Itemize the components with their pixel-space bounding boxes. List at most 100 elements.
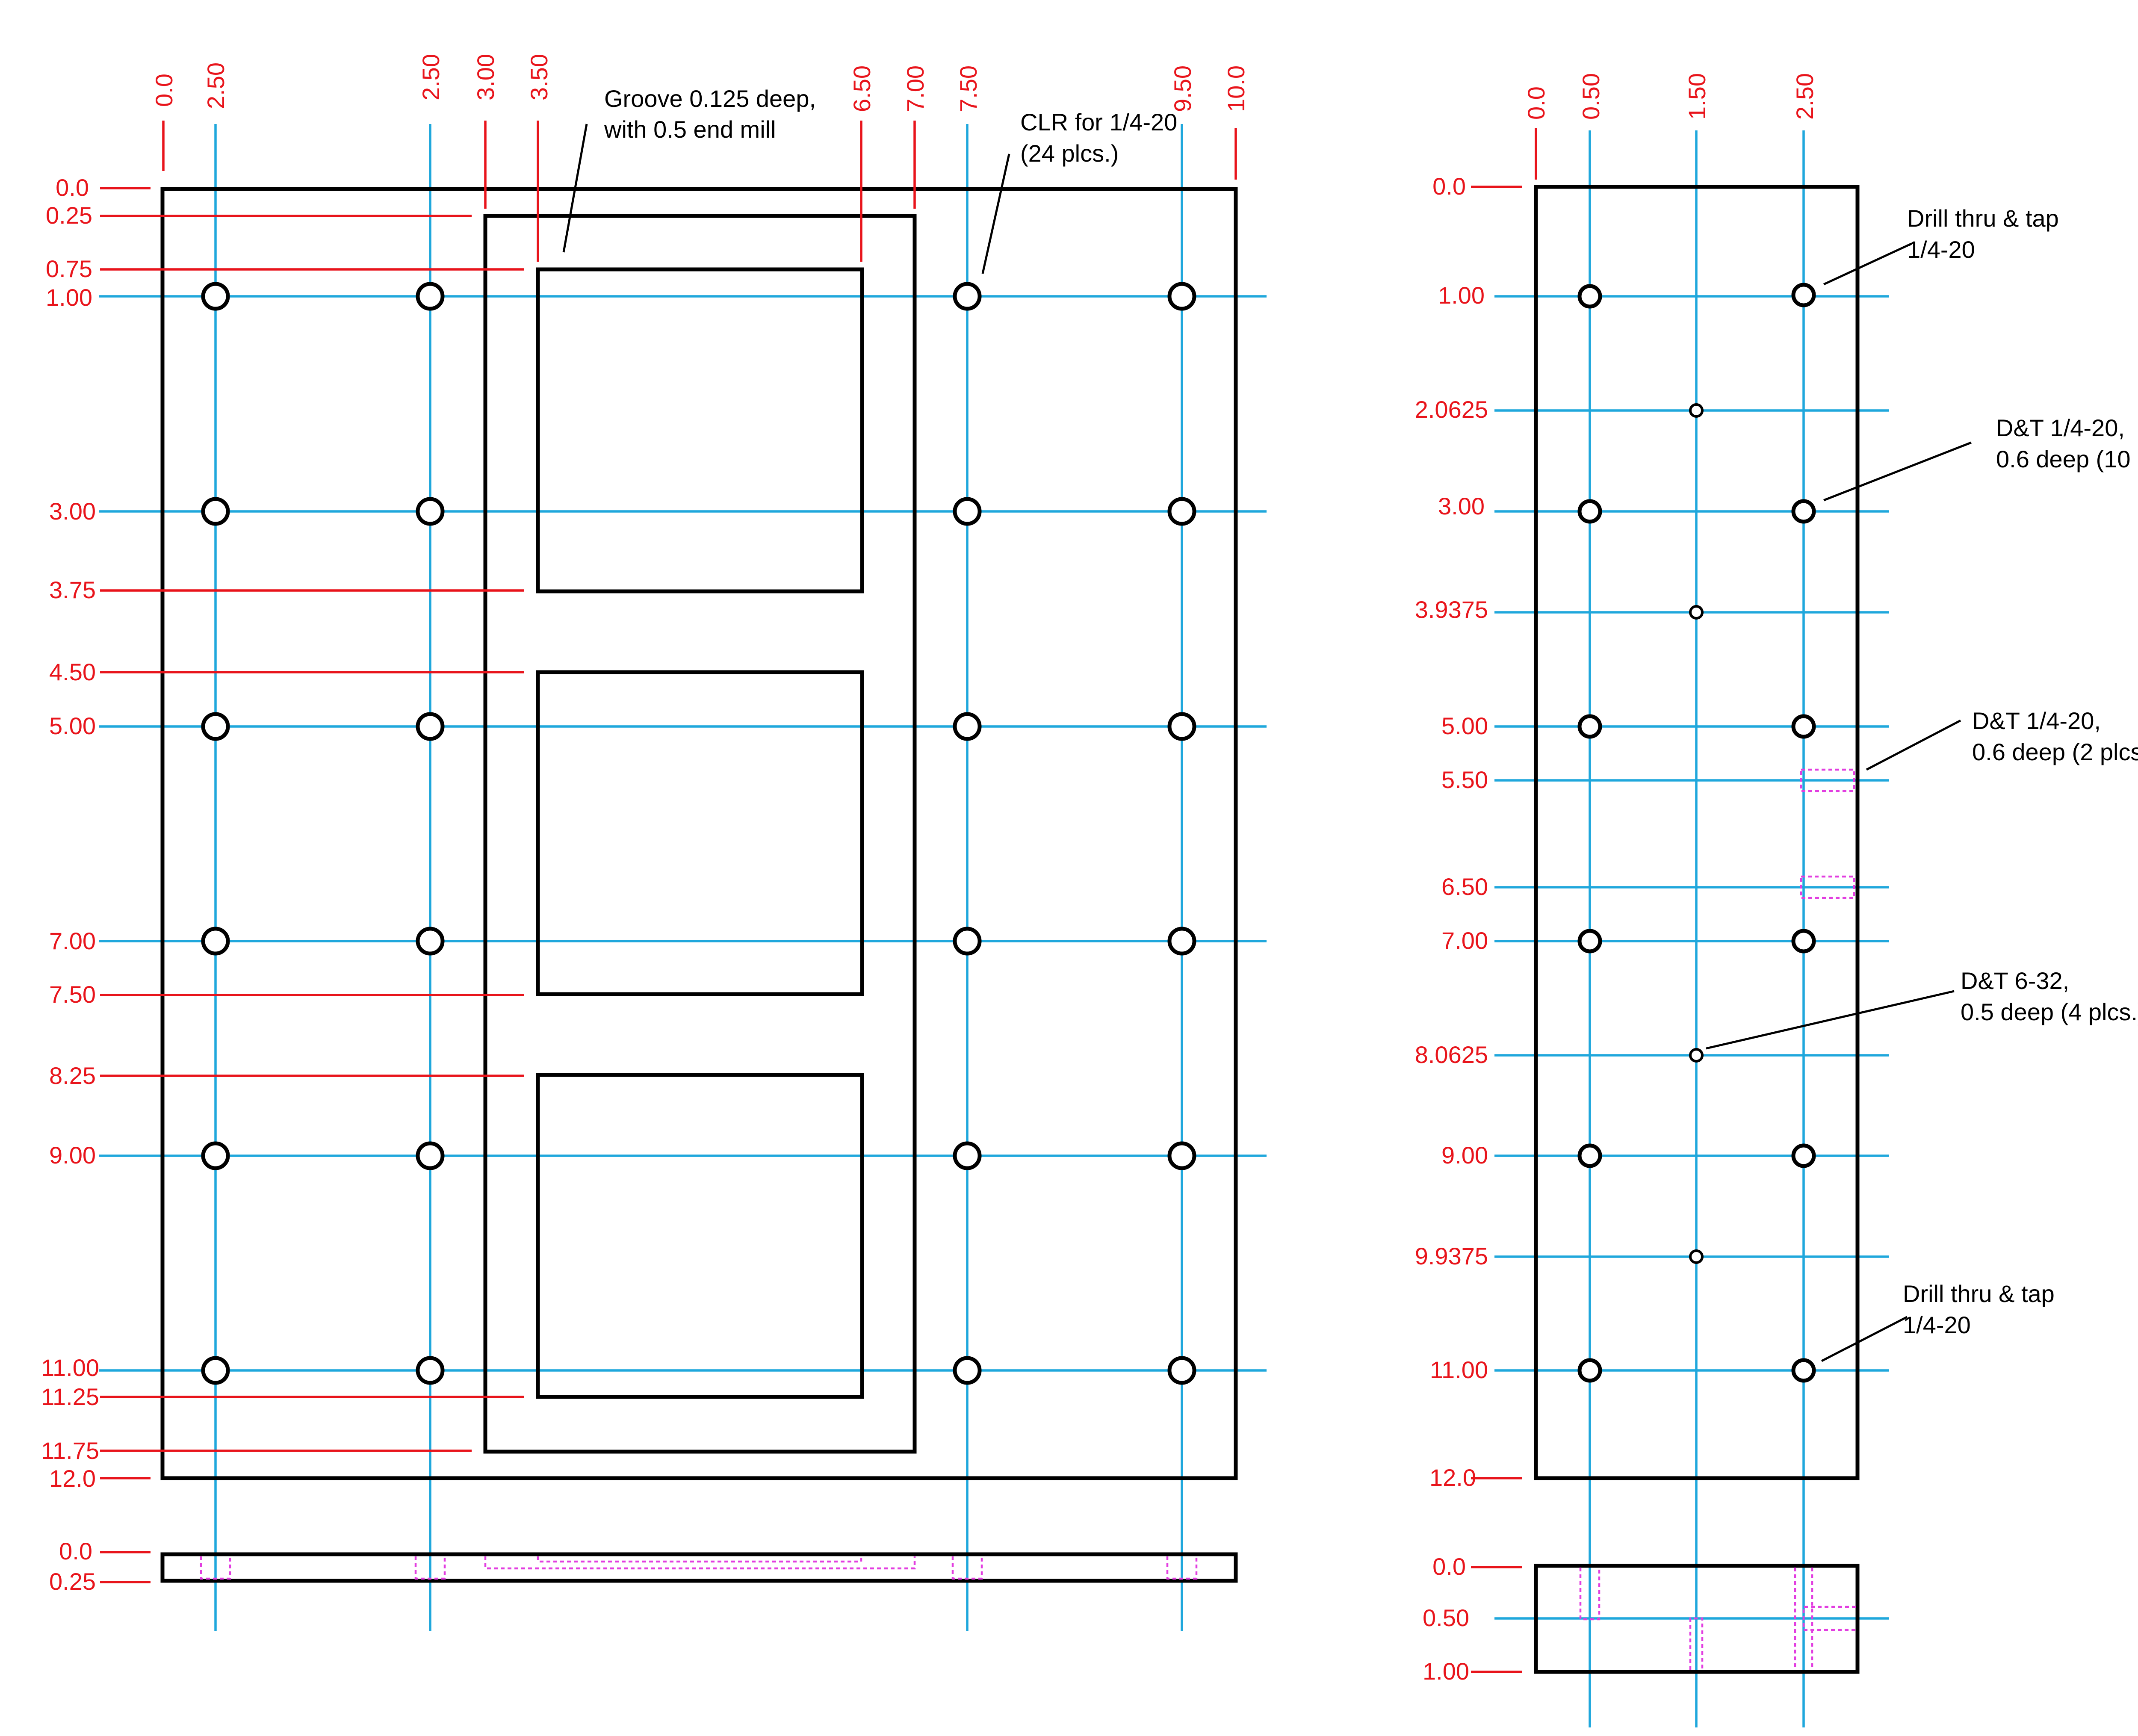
x-label-2.50: 2.50 [1791,73,1818,120]
side-y-label-0.0: 0.0 [59,1538,92,1565]
bar-side-view [1534,1564,1860,1674]
side-hidden-lines [200,1556,1198,1580]
hole [201,927,230,956]
hidden-hole [1689,1617,1704,1670]
pocket-3 [536,1073,864,1399]
drill-bottom-note-line1: Drill thru & tap [1903,1280,2055,1307]
clearance-note-line2: (24 plcs.) [1020,140,1119,167]
hole [1167,927,1196,956]
small-hole [1689,1048,1704,1063]
hole [1577,929,1602,954]
left-dimension-ticks [100,187,524,1583]
leader-clearance [981,154,1010,274]
leader-dt-632 [1706,990,1955,1050]
drill-top-note-line1: Drill thru & tap [1907,205,2059,232]
y-label-0.0: 0.0 [1432,173,1466,200]
hole [201,1141,230,1170]
right-dimension-ticks [1471,128,1537,1673]
leader-dt-2 [1866,719,1961,771]
hole [1167,1141,1196,1170]
hole [1791,1143,1816,1168]
small-hole [1689,605,1704,620]
leader-drill-bottom [1821,1316,1908,1362]
x-label-0.50: 0.50 [1577,73,1604,120]
dt2-note-line2: 0.6 deep (2 plcs.) [1972,738,2138,765]
y-label-5.00: 5.00 [49,712,96,739]
y-label-5.00: 5.00 [1441,712,1488,739]
y-label-0.75: 0.75 [46,255,92,282]
top-dimension-ticks [162,121,1237,262]
y-label-1.00: 1.00 [1438,282,1485,309]
hole [416,282,445,311]
hole [201,1356,230,1385]
clearance-holes [201,282,1196,1385]
hole [1791,1358,1816,1383]
y-label-7.00: 7.00 [1441,927,1488,954]
hole [416,927,445,956]
hole [416,1141,445,1170]
leader-drill-top [1823,242,1912,286]
x-label-3.00: 3.00 [472,54,499,100]
hole [953,712,982,741]
y-label-9.00: 9.00 [49,1142,96,1169]
hole [1791,929,1816,954]
hole [953,1141,982,1170]
side-y-label-0.0: 0.0 [1432,1553,1466,1580]
hole [201,282,230,311]
hole [1577,1143,1602,1168]
hole [1167,712,1196,741]
x-label-1.50: 1.50 [1683,73,1710,120]
dt10-note-line2: 0.6 deep (10 plcs.) [1996,446,2138,472]
clearance-note-line1: CLR for 1/4-20 [1020,109,1177,136]
plate-side-view [160,1552,1238,1583]
x-label-2.50b: 2.50 [417,54,444,100]
hidden-hole [1579,1568,1601,1621]
small-hole [1689,403,1704,418]
hidden-side-tap [1802,1606,1856,1631]
hidden-hole [951,1556,983,1580]
y-label-11.00: 11.00 [1430,1356,1488,1383]
right-bar-view: 0.0 0.50 1.50 2.50 0.0 1.00 2.0625 3.00 … [1415,73,2138,1727]
left-plate-view: 0.0 2.50 2.50 3.00 3.50 6.50 7.00 7.50 9… [41,54,1267,1631]
hidden-hole [200,1556,231,1580]
y-label-11.75: 11.75 [41,1437,99,1464]
groove-note-line2: with 0.5 end mill [604,116,776,143]
x-label-7.00: 7.00 [902,65,929,112]
hole [953,927,982,956]
hidden-hole [1166,1556,1198,1580]
hidden-groove-step [537,1556,862,1563]
bar-outline [1534,185,1860,1480]
groove-note-line1: Groove 0.125 deep, [604,85,816,112]
side-y-label-0.25: 0.25 [49,1568,96,1595]
y-label-11.00: 11.00 [41,1354,99,1381]
y-label-5.50: 5.50 [1441,766,1488,793]
y-label-3.00: 3.00 [1438,493,1485,520]
y-label-0.0: 0.0 [56,174,89,201]
hole [1577,1358,1602,1383]
y-label-2.0625: 2.0625 [1415,396,1488,423]
x-label-0.0: 0.0 [151,74,177,107]
hole [1167,497,1196,526]
plate-outline [160,187,1238,1480]
leader-groove [562,124,588,253]
x-label-10.0: 10.0 [1223,65,1249,112]
hidden-side-hole-6.50 [1800,875,1855,899]
drill-bottom-note-line2: 1/4-20 [1903,1311,1971,1338]
hole [1577,714,1602,739]
y-label-0.25: 0.25 [46,202,92,229]
hidden-groove [484,1556,916,1570]
pocket-2 [536,670,864,996]
pocket-1 [536,267,864,593]
hole [201,497,230,526]
hole [201,712,230,741]
y-label-12.0: 12.0 [1429,1464,1476,1491]
hole [1167,282,1196,311]
x-label-2.50a: 2.50 [202,62,229,109]
drill-top-note-line2: 1/4-20 [1907,236,1975,263]
bar-side-hidden-lines [1579,1568,1856,1670]
hole [953,282,982,311]
y-label-3.75: 3.75 [49,576,96,603]
y-label-3.9375: 3.9375 [1415,596,1488,623]
hidden-side-hole-5.50 [1800,768,1855,792]
